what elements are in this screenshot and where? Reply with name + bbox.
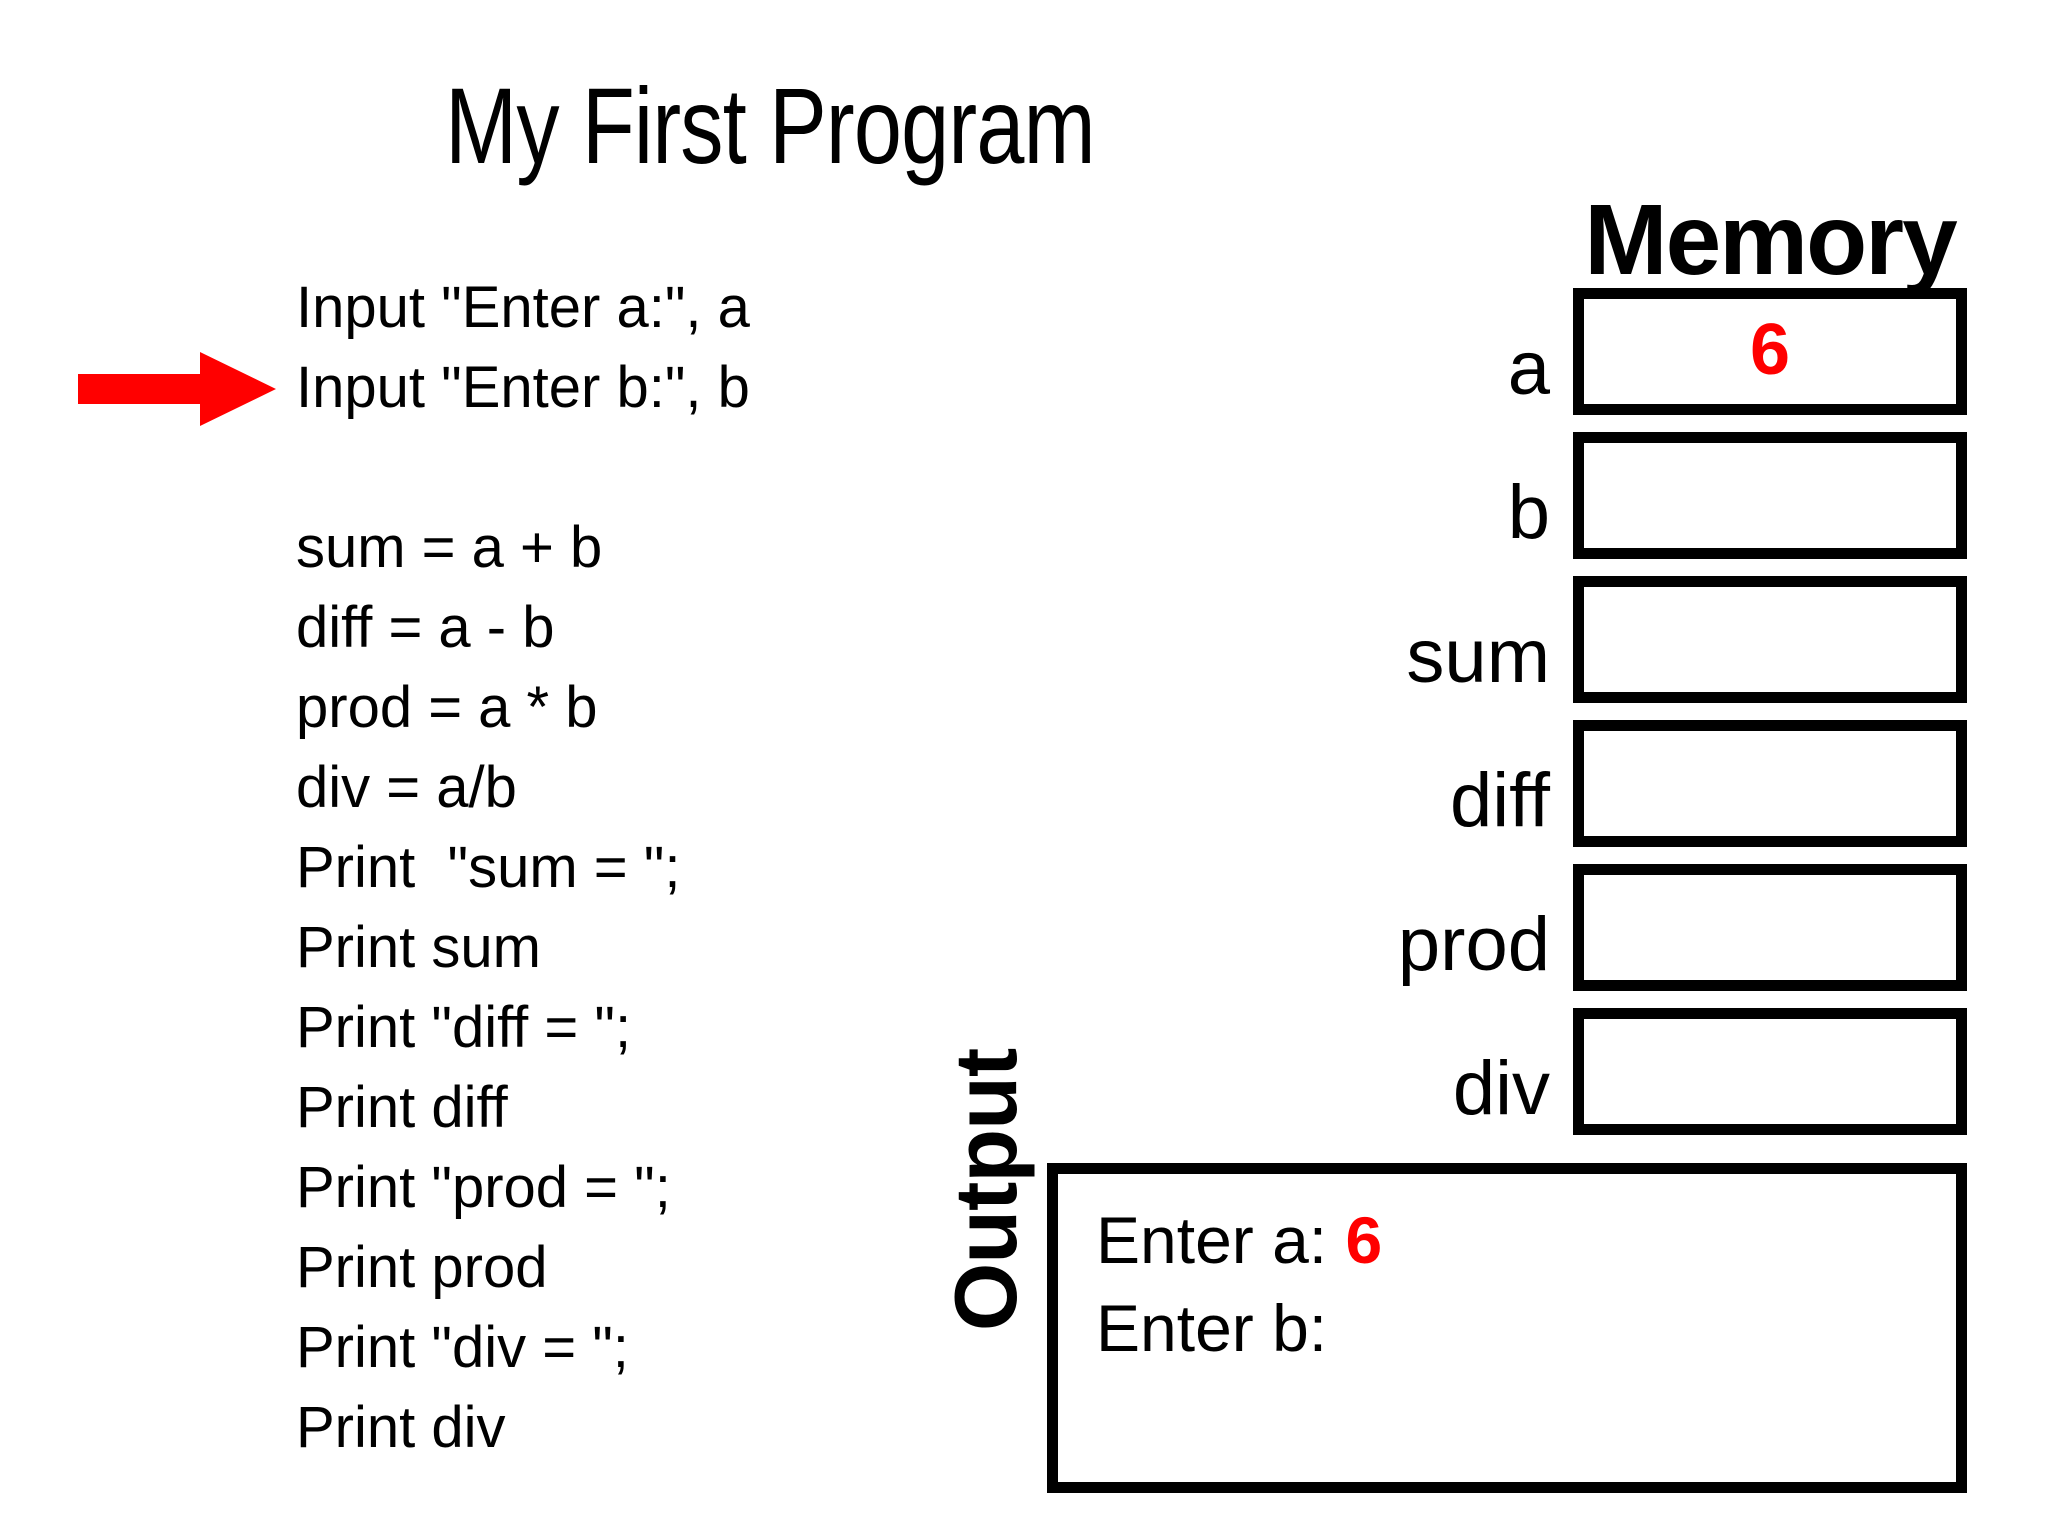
code-line: sum = a + b <box>296 515 603 580</box>
memory-row-prod: prod <box>1180 864 1967 991</box>
memory-box-sum[interactable] <box>1573 576 1967 703</box>
code-line: Print "div = "; <box>296 1315 629 1380</box>
output-line: Enter b: <box>1096 1284 1936 1372</box>
code-line: Print diff <box>296 1075 508 1140</box>
execution-pointer-arrow <box>78 352 276 426</box>
memory-label-b: b <box>1507 470 1550 555</box>
code-line: Input "Enter a:", a <box>296 275 750 340</box>
output-line-text: Enter a: <box>1096 1203 1346 1277</box>
memory-label-diff: diff <box>1449 758 1550 843</box>
output-line-value: 6 <box>1345 1203 1383 1277</box>
output-panel-label: Output <box>936 1048 1035 1332</box>
memory-box-diff[interactable] <box>1573 720 1967 847</box>
memory-value-prod <box>1584 875 1956 980</box>
memory-label-div: div <box>1452 1046 1550 1131</box>
memory-label-a: a <box>1507 326 1550 411</box>
memory-row-sum: sum <box>1180 576 1967 703</box>
memory-box-b[interactable] <box>1573 432 1967 559</box>
memory-row-a: a 6 <box>1180 288 1967 415</box>
output-console-box[interactable]: Enter a: 6 Enter b: <box>1047 1163 1967 1493</box>
page-title: My First Program <box>445 65 1095 186</box>
output-line-text: Enter b: <box>1096 1291 1328 1365</box>
code-line: Print "prod = "; <box>296 1155 671 1220</box>
code-line-blank <box>296 428 936 508</box>
memory-box-prod[interactable] <box>1573 864 1967 991</box>
memory-row-div: div <box>1180 1008 1967 1135</box>
code-line: Print "sum = "; <box>296 835 681 900</box>
output-lines: Enter a: 6 Enter b: <box>1096 1196 1936 1372</box>
code-line: Print div <box>296 1395 506 1460</box>
memory-value-diff <box>1584 731 1956 836</box>
code-line: Print prod <box>296 1235 548 1300</box>
memory-value-div <box>1584 1019 1956 1124</box>
memory-panel-heading: Memory <box>1584 184 1957 296</box>
code-line: Print "diff = "; <box>296 995 632 1060</box>
program-code-listing: Input "Enter a:", a Input "Enter b:", b … <box>296 268 936 1468</box>
memory-value-a: 6 <box>1749 309 1791 390</box>
code-line: prod = a * b <box>296 675 598 740</box>
code-line-current: Input "Enter b:", b <box>296 355 750 420</box>
memory-value-b <box>1584 443 1956 548</box>
code-line: div = a/b <box>296 755 517 820</box>
memory-row-b: b <box>1180 432 1967 559</box>
code-line: Print sum <box>296 915 541 980</box>
memory-value-sum <box>1584 587 1956 692</box>
code-line: diff = a - b <box>296 595 555 660</box>
memory-label-prod: prod <box>1397 902 1550 987</box>
memory-row-diff: diff <box>1180 720 1967 847</box>
output-line: Enter a: 6 <box>1096 1196 1936 1284</box>
memory-box-a[interactable]: 6 <box>1573 288 1967 415</box>
memory-box-div[interactable] <box>1573 1008 1967 1135</box>
memory-label-sum: sum <box>1406 614 1550 699</box>
